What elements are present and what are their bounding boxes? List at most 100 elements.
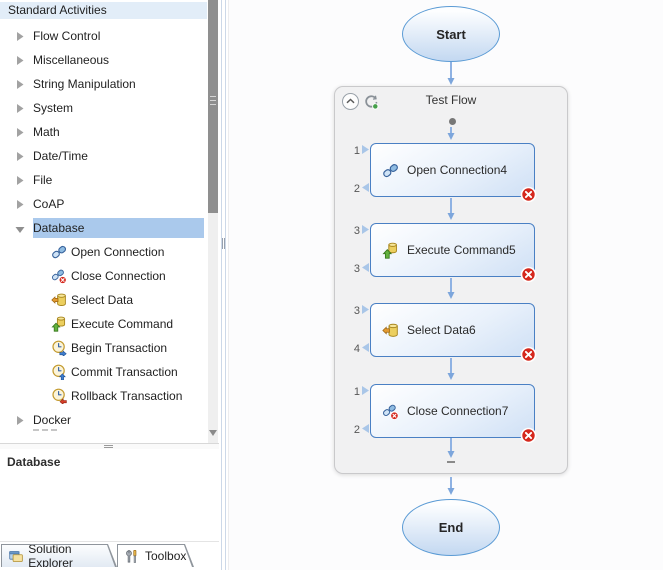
chevron-right-icon[interactable] bbox=[15, 151, 25, 165]
arrow-right-marker-icon bbox=[362, 225, 369, 237]
description-panel: Database bbox=[0, 449, 219, 541]
toolbox-item-open-connection[interactable]: Open Connection bbox=[0, 240, 207, 264]
toolbox-category-label: String Manipulation bbox=[33, 77, 136, 91]
arrow-right-marker-icon bbox=[362, 145, 369, 157]
flow-title: Test Flow bbox=[425, 93, 477, 107]
commit-transaction-icon bbox=[51, 364, 67, 383]
marker-number: 2 bbox=[353, 183, 360, 195]
toolbox-item-execute-command[interactable]: Execute Command bbox=[0, 312, 207, 336]
toolbox-item-label: Select Data bbox=[71, 293, 134, 307]
end-node[interactable]: End bbox=[402, 499, 500, 556]
activity-label: Close Connection7 bbox=[407, 404, 509, 418]
select-data-icon bbox=[51, 292, 67, 311]
toolbox-item-label: Open Connection bbox=[71, 245, 165, 259]
open-connection-icon bbox=[51, 244, 67, 263]
toolbox-category-system[interactable]: System bbox=[0, 96, 207, 120]
toolbox-category-coap[interactable]: CoAP bbox=[0, 192, 207, 216]
toolbox-category-flow-control[interactable]: Flow Control bbox=[0, 24, 207, 48]
toolbox-category-math[interactable]: Math bbox=[0, 120, 207, 144]
select-data-icon bbox=[382, 322, 399, 339]
chevron-right-icon[interactable] bbox=[15, 199, 25, 213]
chevron-right-icon[interactable] bbox=[15, 175, 25, 189]
selection-highlight bbox=[33, 218, 204, 238]
marker-number: 3 bbox=[353, 225, 360, 237]
toolbox-scrollbar[interactable] bbox=[208, 0, 218, 443]
tab-solution-explorer[interactable]: Solution Explorer bbox=[1, 544, 117, 567]
marker-number: 3 bbox=[353, 263, 360, 275]
panel-tab-bar: Solution Explorer Toolbox bbox=[0, 541, 219, 570]
toolbox-category-label: Miscellaneous bbox=[33, 53, 110, 67]
toolbox-category-docker[interactable]: Docker bbox=[0, 408, 207, 432]
toolbox-group-header[interactable]: Standard Activities bbox=[0, 2, 207, 19]
error-badge[interactable] bbox=[520, 427, 537, 444]
chevron-down-icon[interactable] bbox=[15, 223, 25, 237]
activity-out-marker: 2 bbox=[343, 183, 369, 195]
activity-select-data6[interactable]: Select Data6 bbox=[370, 303, 535, 357]
chevron-right-icon[interactable] bbox=[15, 415, 25, 429]
activity-label: Open Connection4 bbox=[407, 163, 508, 177]
start-node-label: Start bbox=[436, 26, 466, 42]
toolbox-item-begin-transaction[interactable]: Begin Transaction bbox=[0, 336, 207, 360]
refresh-icon[interactable] bbox=[363, 94, 379, 110]
error-badge[interactable] bbox=[520, 266, 537, 283]
arrow-right-marker-icon bbox=[362, 386, 369, 398]
toolbox-category-database[interactable]: Database bbox=[0, 216, 207, 240]
chevron-right-icon[interactable] bbox=[15, 127, 25, 141]
toolbox-category-label: Date/Time bbox=[33, 149, 88, 163]
toolbox-icon bbox=[125, 549, 140, 564]
activity-in-marker: 3 bbox=[343, 225, 369, 237]
toolbox-category-label: System bbox=[33, 101, 74, 115]
begin-transaction-icon bbox=[51, 340, 67, 359]
chevron-right-icon[interactable] bbox=[15, 31, 25, 45]
vertical-splitter[interactable] bbox=[219, 0, 228, 570]
toolbox-category-label: Math bbox=[33, 125, 60, 139]
scrollbar-down-arrow-icon[interactable] bbox=[208, 427, 218, 439]
toolbox-category-label: Flow Control bbox=[33, 29, 101, 43]
rollback-transaction-icon bbox=[51, 388, 67, 407]
error-badge[interactable] bbox=[520, 186, 537, 203]
arrow-right-marker-icon bbox=[362, 305, 369, 317]
chevron-right-icon[interactable] bbox=[15, 79, 25, 93]
toolbox-category-label: File bbox=[33, 173, 53, 187]
arrow-left-marker-icon bbox=[362, 424, 369, 436]
toolbox-item-label: Close Connection bbox=[71, 269, 166, 283]
chevron-right-icon[interactable] bbox=[15, 103, 25, 117]
collapse-button[interactable] bbox=[342, 93, 359, 110]
flow-start-dot bbox=[449, 118, 456, 125]
toolbox-category-file[interactable]: File bbox=[0, 168, 207, 192]
marker-number: 3 bbox=[353, 305, 360, 317]
toolbox-category-label: CoAP bbox=[33, 197, 65, 211]
horizontal-splitter[interactable] bbox=[0, 443, 228, 450]
toolbox-category-date-time[interactable]: Date/Time bbox=[0, 144, 207, 168]
activity-in-marker: 1 bbox=[343, 145, 369, 157]
toolbox-item-select-data[interactable]: Select Data bbox=[0, 288, 207, 312]
start-node[interactable]: Start bbox=[402, 6, 500, 62]
chevron-right-icon[interactable] bbox=[15, 55, 25, 69]
tab-label: Toolbox bbox=[145, 549, 187, 563]
toolbox-item-commit-transaction[interactable]: Commit Transaction bbox=[0, 360, 207, 384]
toolbox-category-label: Database bbox=[33, 221, 85, 235]
activity-out-marker: 3 bbox=[343, 263, 369, 275]
activity-open-connection4[interactable]: Open Connection4 bbox=[370, 143, 535, 197]
activity-close-connection7[interactable]: Close Connection7 bbox=[370, 384, 535, 438]
marker-number: 2 bbox=[353, 424, 360, 436]
toolbox-category-string-manipulation[interactable]: String Manipulation bbox=[0, 72, 207, 96]
toolbox-item-close-connection[interactable]: Close Connection bbox=[0, 264, 207, 288]
activity-label: Execute Command5 bbox=[407, 243, 516, 257]
scrollbar-thumb[interactable] bbox=[208, 0, 218, 213]
toolbox-category-miscellaneous[interactable]: Miscellaneous bbox=[0, 48, 207, 72]
close-connection-icon bbox=[51, 268, 67, 287]
toolbox-item-rollback-transaction[interactable]: Rollback Transaction bbox=[0, 384, 207, 408]
clipped-tree-item bbox=[33, 429, 57, 431]
error-badge[interactable] bbox=[520, 346, 537, 363]
open-connection-icon bbox=[382, 162, 399, 179]
close-connection-icon bbox=[382, 403, 399, 420]
activity-execute-command5[interactable]: Execute Command5 bbox=[370, 223, 535, 277]
toolbox-item-label: Begin Transaction bbox=[71, 341, 168, 355]
activity-in-marker: 1 bbox=[343, 386, 369, 398]
tab-toolbox[interactable]: Toolbox bbox=[117, 544, 194, 567]
